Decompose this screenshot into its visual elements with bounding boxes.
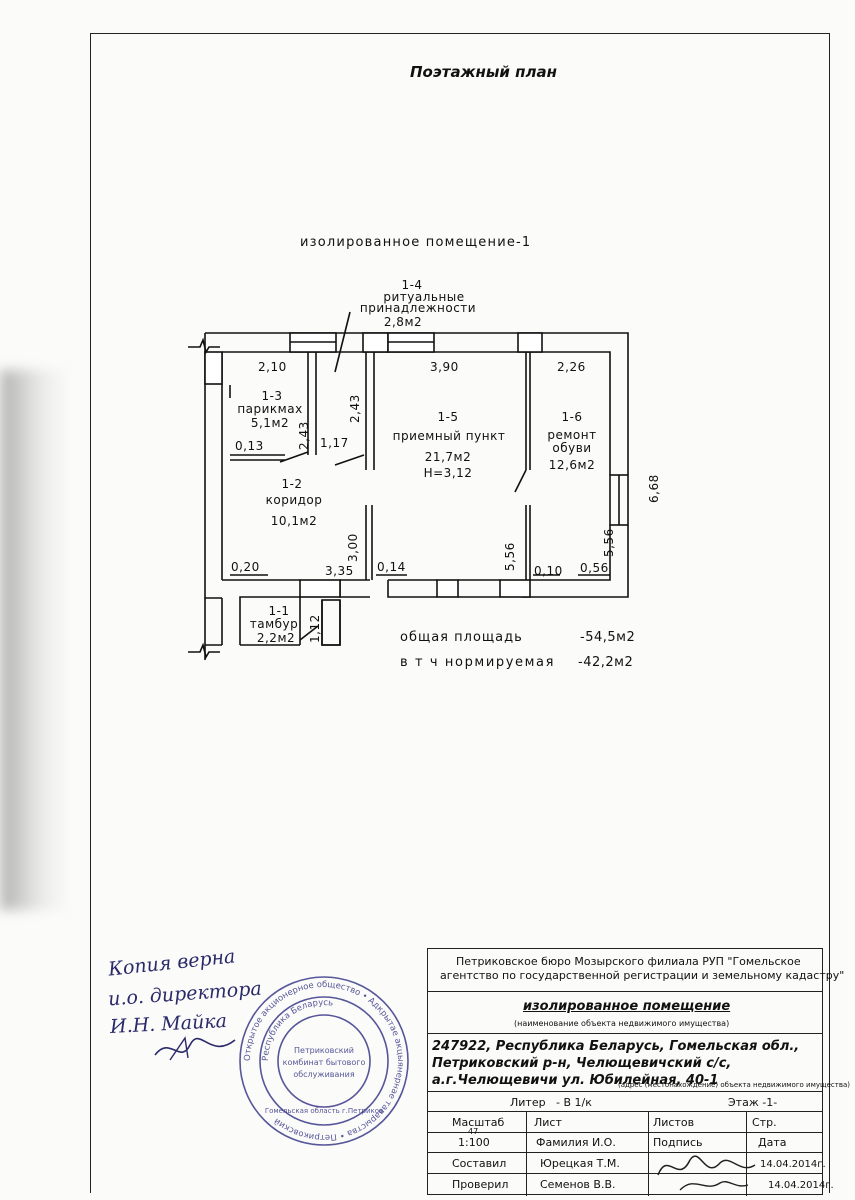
- room-1-2-name: коридор: [265, 493, 323, 507]
- dim-3-00: 3,00: [346, 533, 360, 562]
- room-1-6-name2: обуви: [552, 441, 592, 455]
- dim-2-43-left: 2,43: [297, 421, 311, 450]
- room-1-1-name: тамбур: [249, 617, 299, 631]
- address-caption: (адрес (местонахождение) объекта недвижи…: [618, 1081, 850, 1089]
- room-1-4-name2: принадлежности: [359, 301, 477, 315]
- stamp-center-line2: комбинат бытового: [283, 1058, 366, 1067]
- compiled-label: Составил: [452, 1157, 507, 1170]
- liter-value: - В 1/к: [556, 1096, 592, 1109]
- room-1-2-area: 10,1м2: [270, 514, 318, 528]
- plan-subtitle: изолированное помещение-1: [300, 235, 532, 250]
- date-header: Дата: [758, 1136, 787, 1149]
- dim-0-56: 0,56: [580, 561, 609, 575]
- dim-0-10: 0,10: [534, 564, 563, 578]
- scale-number: 47: [468, 1127, 479, 1136]
- dim-0-13: 0,13: [235, 439, 264, 453]
- dim-2-10: 2,10: [258, 360, 287, 374]
- name-header: Фамилия И.О.: [536, 1136, 616, 1149]
- dim-1-12: 1,12: [308, 614, 322, 643]
- address-line1: 247922, Республика Беларусь, Гомельская …: [432, 1039, 800, 1054]
- address-line3: а.г.Челющевичи ул. Юбилейная, 40-1: [432, 1073, 719, 1088]
- signature-header: Подпись: [653, 1136, 703, 1149]
- room-1-3-name: парикмах: [237, 402, 303, 416]
- sheet-label: Лист: [534, 1116, 562, 1129]
- page-label: Стр.: [752, 1116, 777, 1129]
- room-1-6-name1: ремонт: [547, 428, 597, 442]
- stamp-center-line1: Петриковский: [294, 1046, 354, 1055]
- dim-3-35: 3,35: [325, 564, 354, 578]
- liter-label: Литер: [510, 1096, 546, 1109]
- room-1-5-number: 1-5: [437, 410, 459, 424]
- total-area-value: -54,5м2: [580, 630, 636, 645]
- compiled-date: 14.04.2014г.: [760, 1159, 826, 1170]
- checked-label: Проверил: [452, 1178, 509, 1191]
- dim-2-26: 2,26: [557, 360, 586, 374]
- drawing-frame: [90, 33, 830, 1193]
- round-stamp-icon: Открытое акционерное общество • Адкрытае…: [239, 976, 409, 1146]
- scale-value: 1:100: [458, 1136, 490, 1149]
- dim-5-56-right: 5,56: [602, 528, 616, 557]
- object-name: изолированное помещение: [523, 999, 731, 1014]
- signature-icon: [657, 1155, 756, 1191]
- normalized-area-label: в т ч нормируемая: [400, 655, 556, 670]
- checked-date: 14.04.2014г.: [768, 1180, 834, 1191]
- room-1-3-area: 5,1м2: [250, 416, 290, 430]
- dim-2-43-right: 2,43: [348, 394, 362, 423]
- room-1-2-number: 1-2: [281, 477, 303, 491]
- stamp-center-line3: обслуживания: [293, 1070, 355, 1079]
- address-line2: Петриковский р-н, Челющевичский с/с,: [432, 1056, 732, 1071]
- org-line1: Петриковское бюро Мозырского филиала РУП…: [456, 955, 801, 968]
- stamp-bottom-text: Гомельская область г.Петриков: [265, 1107, 383, 1115]
- dim-0-14: 0,14: [377, 560, 406, 574]
- room-1-1-area: 2,2м2: [256, 631, 296, 645]
- dim-0-20: 0,20: [231, 560, 260, 574]
- scan-shadow: [0, 370, 70, 910]
- checked-name: Семенов В.В.: [540, 1178, 616, 1191]
- room-1-5-height: Н=3,12: [423, 466, 473, 480]
- dim-5-56-middle: 5,56: [503, 542, 517, 571]
- title-block: Петриковское бюро Мозырского филиала РУП…: [427, 948, 850, 1196]
- floor-label: Этаж -1-: [728, 1096, 778, 1109]
- room-1-4-number: 1-4: [401, 278, 423, 292]
- floor-plan: [188, 311, 629, 660]
- sheets-label: Листов: [653, 1116, 695, 1129]
- room-1-4-name1: ритуальные: [383, 290, 465, 304]
- room-1-5-name: приемный пункт: [392, 429, 506, 443]
- room-1-1-number: 1-1: [268, 604, 290, 618]
- org-line2: агентство по государственной регистрации…: [440, 969, 845, 982]
- normalized-area-value: -42,2м2: [578, 655, 634, 670]
- scale-label: Масштаб: [452, 1116, 505, 1129]
- room-1-4-area: 2,8м2: [383, 315, 423, 329]
- dim-1-17: 1,17: [320, 436, 349, 450]
- total-area-label: общая площадь: [400, 630, 523, 645]
- room-1-3-number: 1-3: [261, 389, 283, 403]
- room-1-5-area: 21,7м2: [424, 450, 472, 464]
- compiled-name: Юрецкая Т.М.: [540, 1157, 620, 1170]
- room-1-6-area: 12,6м2: [548, 458, 596, 472]
- page-title: Поэтажный план: [410, 63, 557, 81]
- object-name-caption: (наименование объекта недвижимого имущес…: [514, 1019, 730, 1028]
- room-1-6-number: 1-6: [561, 410, 583, 424]
- director-signature-icon: [154, 1036, 236, 1061]
- dim-6-68: 6,68: [647, 474, 661, 503]
- dim-3-90: 3,90: [430, 360, 459, 374]
